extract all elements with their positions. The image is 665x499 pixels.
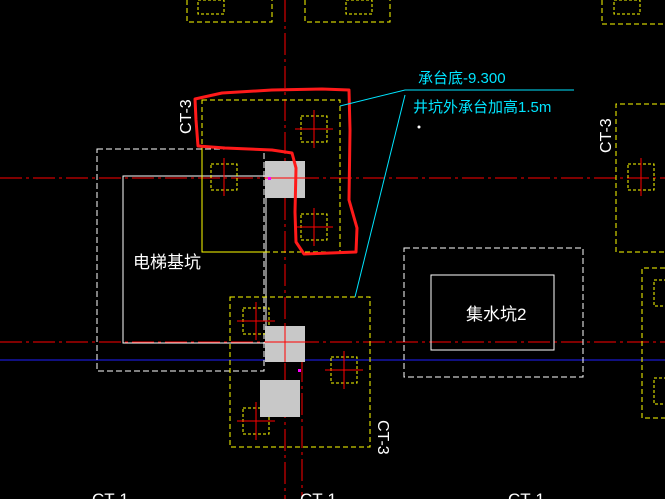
elevator-pit-label: 电梯基坑	[133, 253, 201, 272]
elevator-pit-outer-outline	[96, 148, 265, 372]
ct3-right-label: CT-3	[598, 118, 615, 153]
pile-right-lower-1	[653, 279, 665, 307]
sump-pit-label: 集水坑2	[466, 305, 526, 324]
leader-line-lower	[354, 94, 406, 298]
column-3	[260, 380, 300, 417]
pile-symbols	[210, 110, 665, 440]
ct3-upper-cap-box	[201, 99, 341, 253]
pile-ct3-bottom-right	[295, 208, 333, 246]
ct3-lower-label: CT-3	[374, 420, 391, 455]
pile-lower-cap-left	[237, 302, 275, 340]
sump-pit-inner-outline	[430, 274, 555, 351]
red-markup-outline	[193, 87, 359, 256]
annotation-line-2: 井坑外承台加高1.5m	[413, 99, 551, 116]
annotation-leaders	[339, 89, 574, 298]
ct3-left-label: CT-3	[178, 99, 195, 134]
pile-lower-cap-right	[325, 351, 363, 389]
ct1-label-b: CT-1	[300, 490, 337, 499]
annotation-dot	[417, 125, 421, 129]
columns	[260, 161, 305, 417]
ct3-lower-cap-outline	[229, 296, 371, 448]
top-pile-caps	[186, 0, 665, 25]
column-1	[265, 161, 305, 198]
pile-ct3-left	[210, 158, 238, 196]
pile-lower-cap-bottom	[237, 402, 275, 440]
pile-right-middle	[627, 158, 655, 196]
pile-center-marks	[268, 177, 301, 372]
elevator-pit-inner-outline	[122, 175, 267, 344]
right-cap-lower-outline	[641, 267, 665, 419]
pile-right-lower-2	[653, 377, 665, 405]
column-crosses	[265, 177, 305, 362]
annotation-line-1: 承台底-9.300	[418, 70, 506, 87]
sump-pit-outer-outline	[403, 247, 584, 378]
right-cap-middle-outline	[615, 103, 665, 253]
top-pile-marks	[197, 0, 641, 15]
ct1-label-a: CT-1	[92, 490, 129, 499]
pile-ct3-top-right	[295, 110, 333, 148]
ct1-label-c: CT-1	[508, 490, 545, 499]
